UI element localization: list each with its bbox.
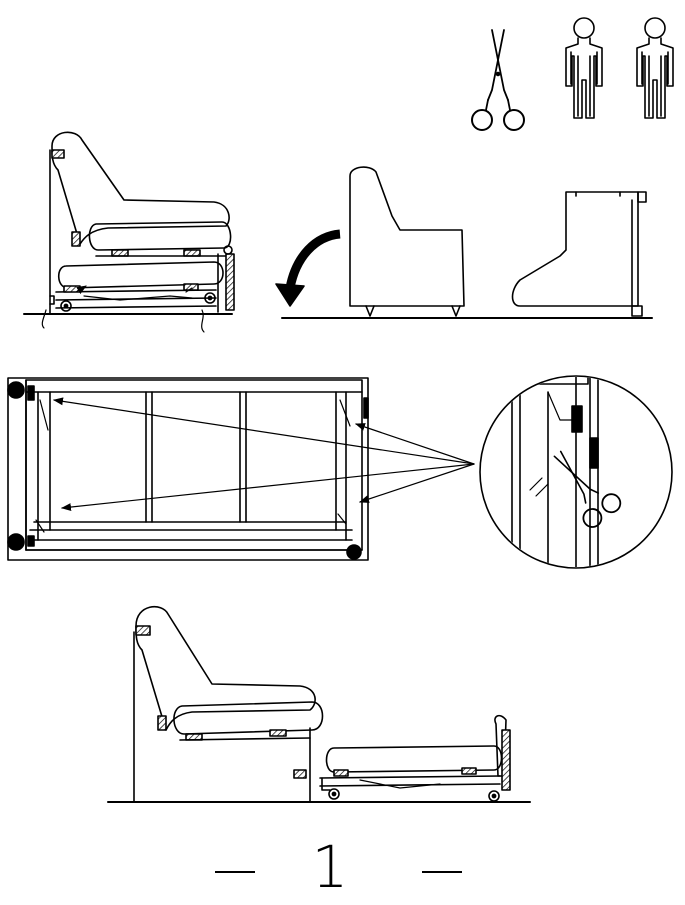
page-number-footer: 1: [0, 835, 685, 905]
right-dash: [422, 871, 462, 873]
person-icon: [636, 17, 674, 119]
bed-pulled-out-from-section: [107, 605, 531, 803]
scissors-icon: [471, 29, 525, 131]
turn-over-sofa-section: [275, 166, 653, 319]
sofa-section-with-folded-bed: [23, 131, 235, 333]
person-icon: [565, 17, 603, 119]
left-dash: [215, 871, 255, 873]
page-number: 1: [311, 833, 349, 901]
cut-ties-on-bed-frame: [7, 375, 673, 569]
